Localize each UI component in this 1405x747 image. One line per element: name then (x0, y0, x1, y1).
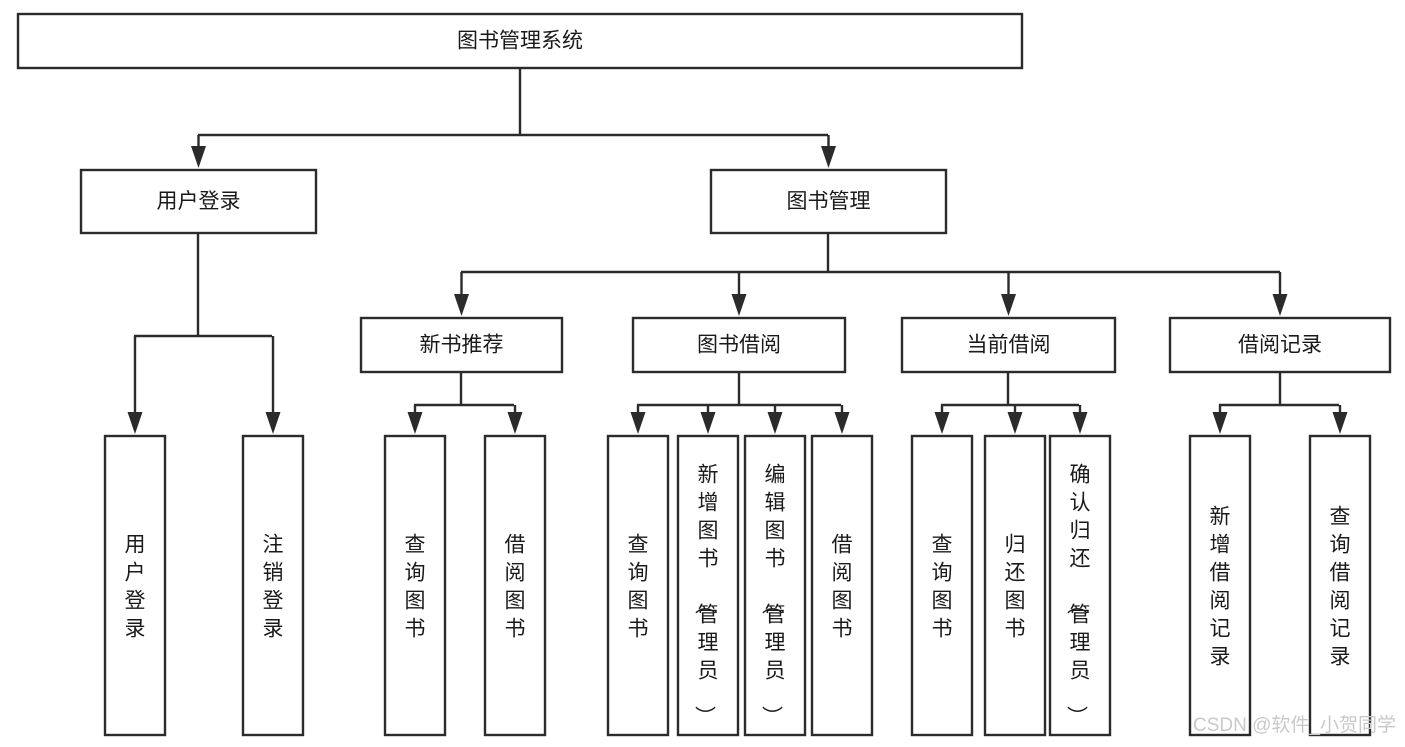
node-box-leaf-query-record[interactable] (1308, 434, 1372, 737)
node-box-leaf-add-book[interactable] (676, 434, 740, 737)
node-leaf-user-login[interactable]: 用户登录 (103, 434, 167, 737)
node-label-leaf-add-record: 新增借阅记录 (1210, 506, 1231, 669)
node-box-leaf-return-book[interactable] (983, 434, 1047, 737)
node-box-user-login[interactable] (79, 168, 318, 235)
node-book-manage[interactable]: 图书管理 (709, 168, 948, 235)
node-book-borrow[interactable]: 图书借阅 (631, 316, 847, 374)
node-label-leaf-query-book-b: 查询图书 (628, 534, 649, 641)
arrow-head-icon (700, 412, 716, 434)
csdn-watermark: CSDN @软件_小贺同学 (1193, 714, 1396, 736)
node-leaf-borrow-book-b[interactable]: 借阅图书 (810, 434, 874, 737)
node-box-leaf-confirm-return[interactable] (1048, 434, 1112, 737)
node-box-leaf-user-login[interactable] (103, 434, 167, 737)
node-box-leaf-borrow-book-a[interactable] (483, 434, 547, 737)
node-box-new-book-rec[interactable] (359, 316, 564, 374)
node-label-leaf-borrow-book-b: 借阅图书 (832, 534, 853, 641)
node-label-borrow-record: 借阅记录 (1238, 334, 1322, 357)
arrow-head-icon (127, 412, 143, 434)
node-box-leaf-add-record[interactable] (1188, 434, 1252, 737)
arrow-head-icon (265, 412, 281, 434)
node-label-user-login: 用户登录 (157, 190, 241, 213)
node-leaf-confirm-return[interactable]: 确认归还（管理员） (1048, 434, 1112, 737)
arrow-head-icon (1072, 412, 1088, 434)
node-label-leaf-add-book: 新增图书（管理员） (693, 464, 719, 727)
node-label-leaf-user-login: 用户登录 (125, 534, 146, 641)
node-label-leaf-return-book: 归还图书 (1005, 534, 1026, 641)
node-label-leaf-borrow-book-a: 借阅图书 (505, 534, 526, 641)
node-user-login[interactable]: 用户登录 (79, 168, 318, 235)
node-box-leaf-borrow-book-b[interactable] (810, 434, 874, 737)
node-leaf-edit-book[interactable]: 编辑图书（管理员） (743, 434, 807, 737)
arrow-head-icon (767, 412, 783, 434)
node-box-book-manage[interactable] (709, 168, 948, 235)
node-box-leaf-logout[interactable] (241, 434, 305, 737)
node-label-current-borrow: 当前借阅 (967, 334, 1051, 357)
arrow-head-icon (934, 412, 950, 434)
node-leaf-query-book-a[interactable]: 查询图书 (383, 434, 447, 737)
arrow-head-icon (630, 412, 646, 434)
arrow-head-icon (507, 412, 523, 434)
node-label-new-book-rec: 新书推荐 (420, 334, 504, 357)
node-label-book-borrow: 图书借阅 (697, 334, 781, 357)
node-new-book-rec[interactable]: 新书推荐 (359, 316, 564, 374)
arrow-head-icon (454, 294, 469, 316)
node-leaf-query-record[interactable]: 查询借阅记录 (1308, 434, 1372, 737)
arrow-head-icon (1272, 294, 1288, 316)
node-leaf-query-book-c[interactable]: 查询图书 (910, 434, 974, 737)
arrow-head-icon (821, 146, 836, 168)
node-label-leaf-query-book-a: 查询图书 (405, 534, 426, 641)
arrow-head-icon (1007, 412, 1023, 434)
node-box-book-borrow[interactable] (631, 316, 847, 374)
arrow-head-icon (1212, 412, 1228, 434)
node-label-leaf-edit-book: 编辑图书（管理员） (760, 464, 786, 727)
arrow-head-icon (1001, 294, 1016, 316)
node-box-leaf-query-book-b[interactable] (606, 434, 670, 737)
node-leaf-return-book[interactable]: 归还图书 (983, 434, 1047, 737)
node-leaf-add-record[interactable]: 新增借阅记录 (1188, 434, 1252, 737)
node-layer: 图书管理系统用户登录图书管理新书推荐图书借阅当前借阅借阅记录用户登录注销登录查询… (16, 12, 1392, 737)
arrow-head-icon (1332, 412, 1348, 434)
node-box-borrow-record[interactable] (1168, 316, 1392, 374)
node-box-leaf-query-book-a[interactable] (383, 434, 447, 737)
node-current-borrow[interactable]: 当前借阅 (900, 316, 1117, 374)
node-label-leaf-query-book-c: 查询图书 (932, 534, 953, 641)
node-label-leaf-query-record: 查询借阅记录 (1330, 506, 1351, 669)
node-leaf-query-book-b[interactable]: 查询图书 (606, 434, 670, 737)
node-box-root[interactable] (16, 12, 1024, 70)
arrow-head-icon (407, 412, 423, 434)
node-leaf-add-book[interactable]: 新增图书（管理员） (676, 434, 740, 737)
node-leaf-logout[interactable]: 注销登录 (241, 434, 305, 737)
node-label-leaf-logout: 注销登录 (263, 534, 284, 641)
node-borrow-record[interactable]: 借阅记录 (1168, 316, 1392, 374)
arrow-head-icon (731, 294, 747, 316)
arrow-head-icon (834, 412, 850, 434)
node-leaf-borrow-book-a[interactable]: 借阅图书 (483, 434, 547, 737)
node-box-leaf-query-book-c[interactable] (910, 434, 974, 737)
node-box-leaf-edit-book[interactable] (743, 434, 807, 737)
node-label-leaf-confirm-return: 确认归还（管理员） (1065, 464, 1091, 727)
connector-layer (127, 68, 1348, 434)
node-label-root: 图书管理系统 (457, 30, 583, 53)
arrow-head-icon (191, 146, 206, 168)
node-label-book-manage: 图书管理 (787, 190, 871, 213)
node-box-current-borrow[interactable] (900, 316, 1117, 374)
node-root[interactable]: 图书管理系统 (16, 12, 1024, 70)
